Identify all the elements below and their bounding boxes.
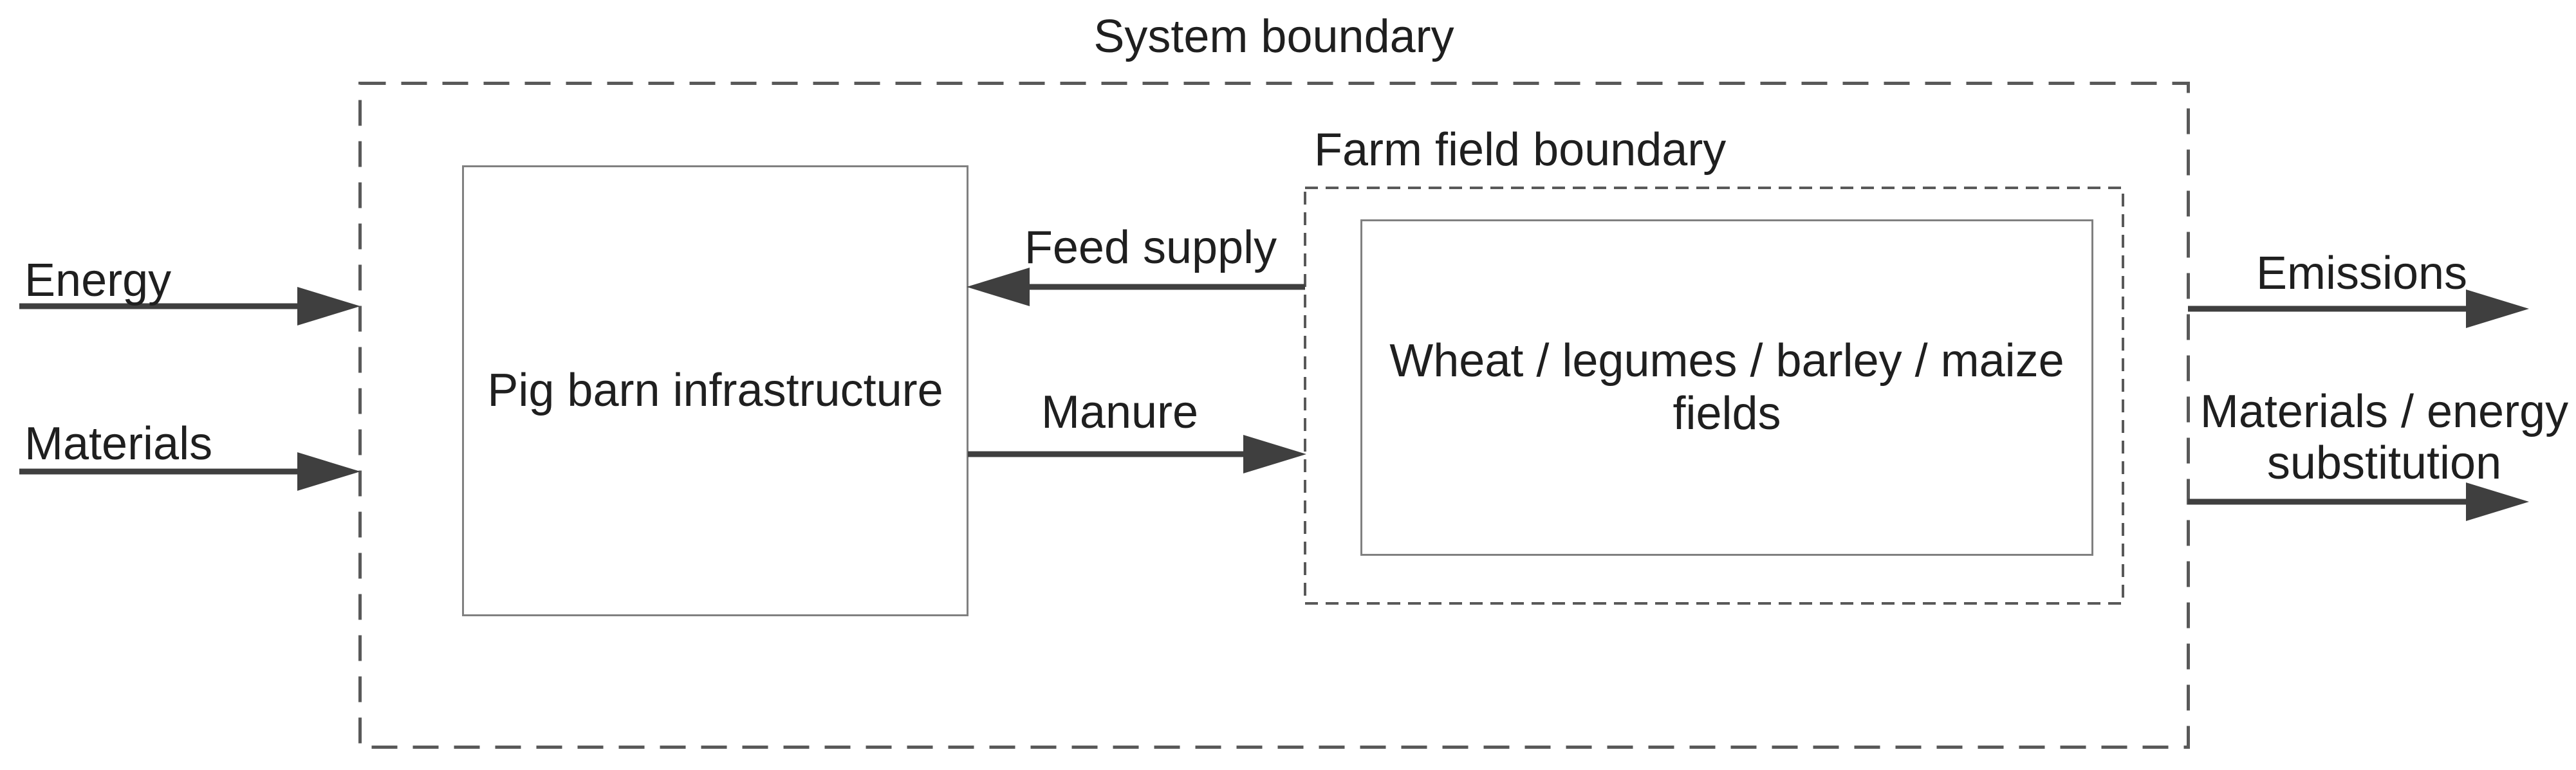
manure-label: Manure [1041,387,1199,438]
manure-arrow [968,435,1306,473]
feed-supply-label: Feed supply [1024,222,1277,273]
energy-label: Energy [24,255,172,306]
pig-barn-box [462,165,968,616]
materials-label: Materials [24,418,213,470]
emissions-arrow [2188,289,2529,328]
fields-label: Wheat / legumes / barley / maize fields [1361,220,2093,555]
fields-box [1360,219,2093,556]
materials-arrow [19,452,360,491]
substitution-label-line2: substitution [2266,437,2502,489]
substitution-arrow [2188,482,2529,521]
fields-label-line2: fields [1673,388,1781,439]
fields-label-line1: Wheat / legumes / barley / maize [1389,335,2064,387]
feed-supply-arrow [967,268,1305,306]
substitution-label: Materials / energy substitution [2198,386,2571,489]
farm-field-boundary-label: Farm field boundary [1314,124,1727,176]
emissions-label: Emissions [2256,248,2468,299]
energy-arrow [19,287,360,325]
pig-barn-label: Pig barn infrastructure [487,365,943,416]
system-boundary-title: System boundary [1093,11,1454,62]
system-boundary-box [358,82,2190,749]
substitution-label-line1: Materials / energy [2200,386,2569,437]
